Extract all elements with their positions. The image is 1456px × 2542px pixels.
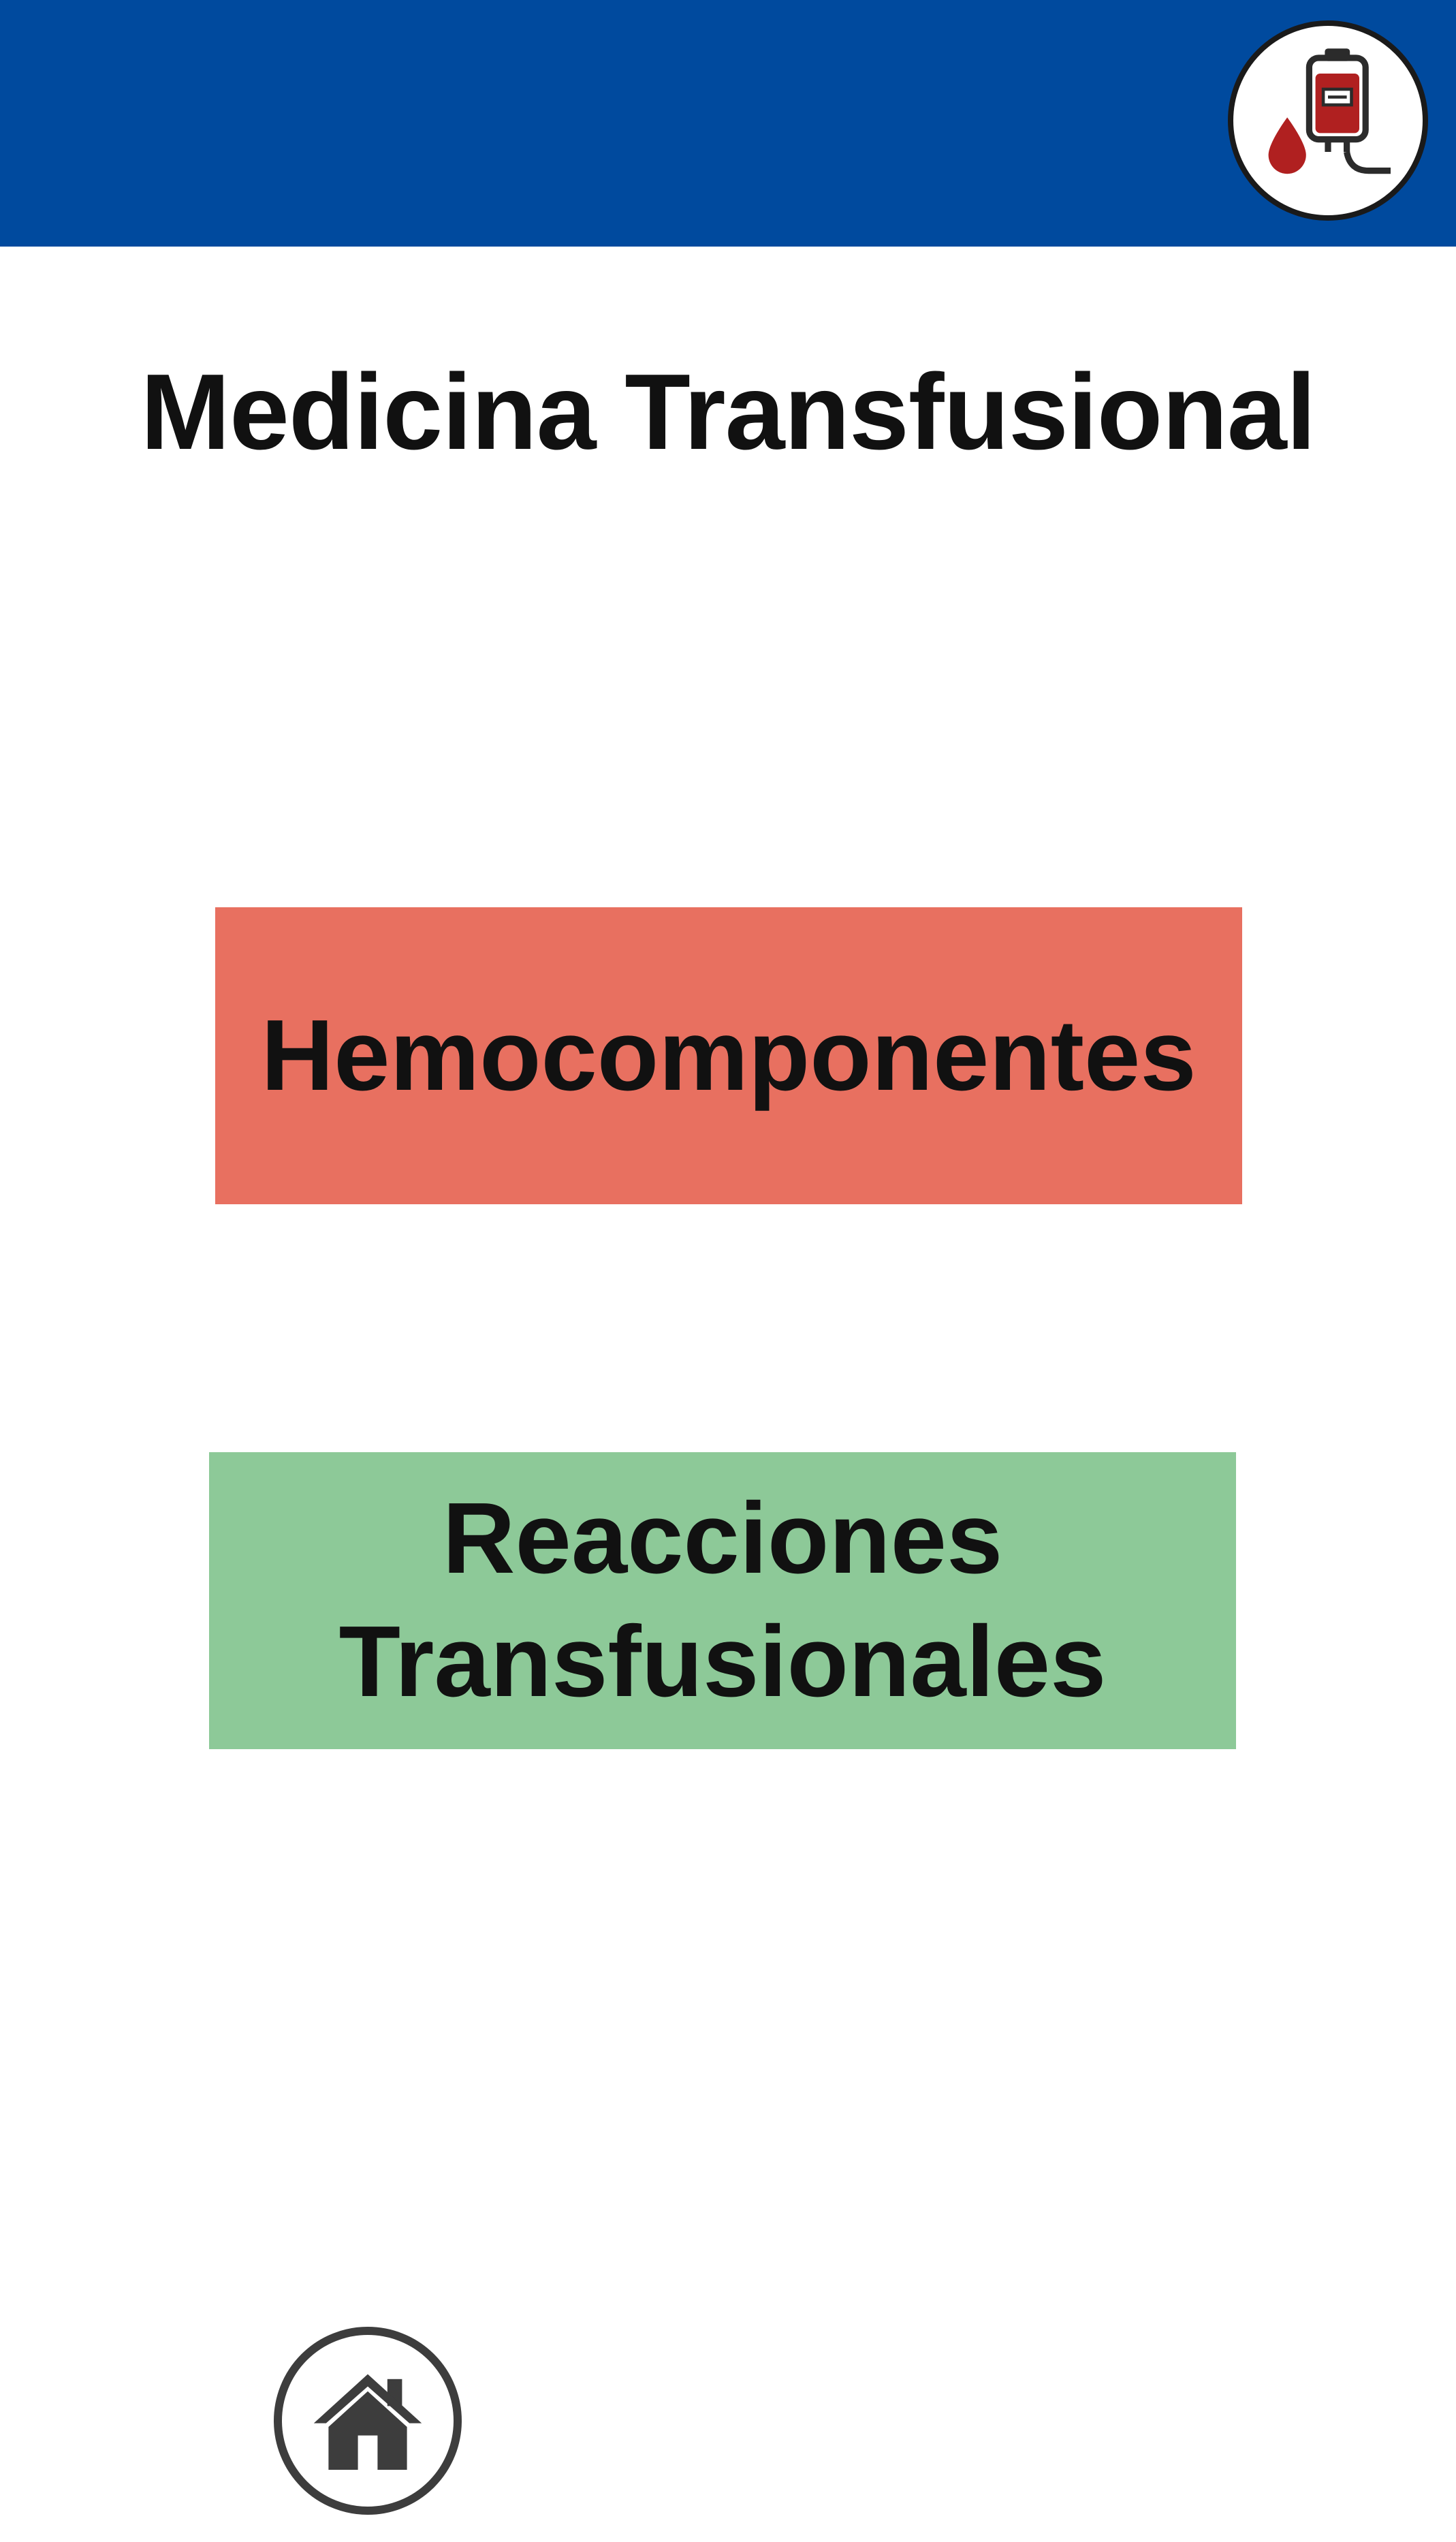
hemocomponentes-label: Hemocomponentes (261, 999, 1197, 1112)
reacciones-label-line1: Reacciones (442, 1482, 1003, 1595)
page-title: Medicina Transfusional (140, 351, 1316, 472)
hemocomponentes-button[interactable]: Hemocomponentes (215, 907, 1242, 1204)
blood-bag-icon-graphic (1268, 48, 1391, 174)
reacciones-transfusionales-button[interactable]: Reacciones Transfusionales (209, 1452, 1236, 1749)
home-button[interactable] (274, 2327, 462, 2515)
reacciones-label-line2: Transfusionales (338, 1605, 1107, 1718)
home-icon (313, 2374, 422, 2470)
reacciones-label: Reacciones Transfusionales (339, 1477, 1107, 1723)
app-bar (0, 0, 1456, 247)
blood-bag-icon (1228, 20, 1428, 221)
